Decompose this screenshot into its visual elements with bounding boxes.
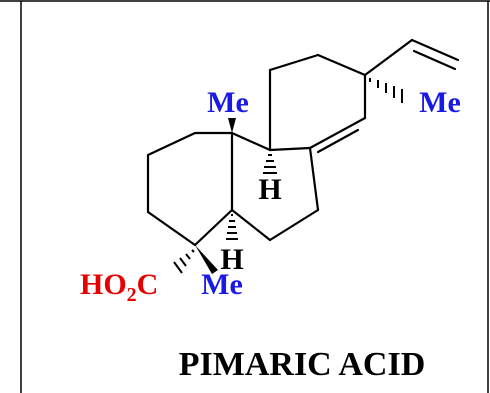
stereo-bonds [173, 78, 403, 274]
bond-a3 [193, 208, 234, 247]
carboxyl-label: HO2C [80, 268, 158, 306]
me-label-top: Me [207, 86, 249, 119]
bond-b1 [230, 131, 272, 152]
h-label-lower: H [220, 243, 243, 276]
compound-caption: PIMARIC ACID [179, 346, 426, 383]
bond-b3 [308, 146, 320, 212]
bond-b4 [268, 208, 320, 242]
carboxyl-ho: HO [80, 268, 127, 301]
atom-labels: Me Me H H Me HO2C [80, 86, 461, 306]
wedge-me-top [228, 118, 236, 133]
hash-me-right [369, 78, 403, 103]
bond-c2 [268, 53, 320, 72]
wedge-me-bottom [195, 245, 218, 274]
carboxyl-c: C [137, 268, 159, 301]
h-label-center: H [258, 173, 281, 206]
me-label-right: Me [419, 86, 461, 119]
bond-vinyl-2-double [412, 49, 457, 71]
ring-bonds [146, 38, 460, 247]
bond-c5 [308, 116, 367, 150]
bond-b5 [230, 208, 272, 242]
bond-c3 [316, 53, 367, 77]
bond-a4 [146, 210, 197, 247]
hash-h-center [263, 154, 277, 174]
bond-vinyl-1 [363, 38, 414, 77]
hash-carboxyl [173, 249, 195, 274]
hash-h-lower [226, 214, 238, 240]
bond-c5-double [316, 128, 360, 154]
bond-vinyl-2 [410, 38, 460, 62]
bond-b2 [268, 146, 312, 152]
me-label-bottom: Me [201, 268, 243, 301]
carboxyl-subscript: 2 [127, 284, 137, 306]
bond-a6 [146, 131, 197, 157]
